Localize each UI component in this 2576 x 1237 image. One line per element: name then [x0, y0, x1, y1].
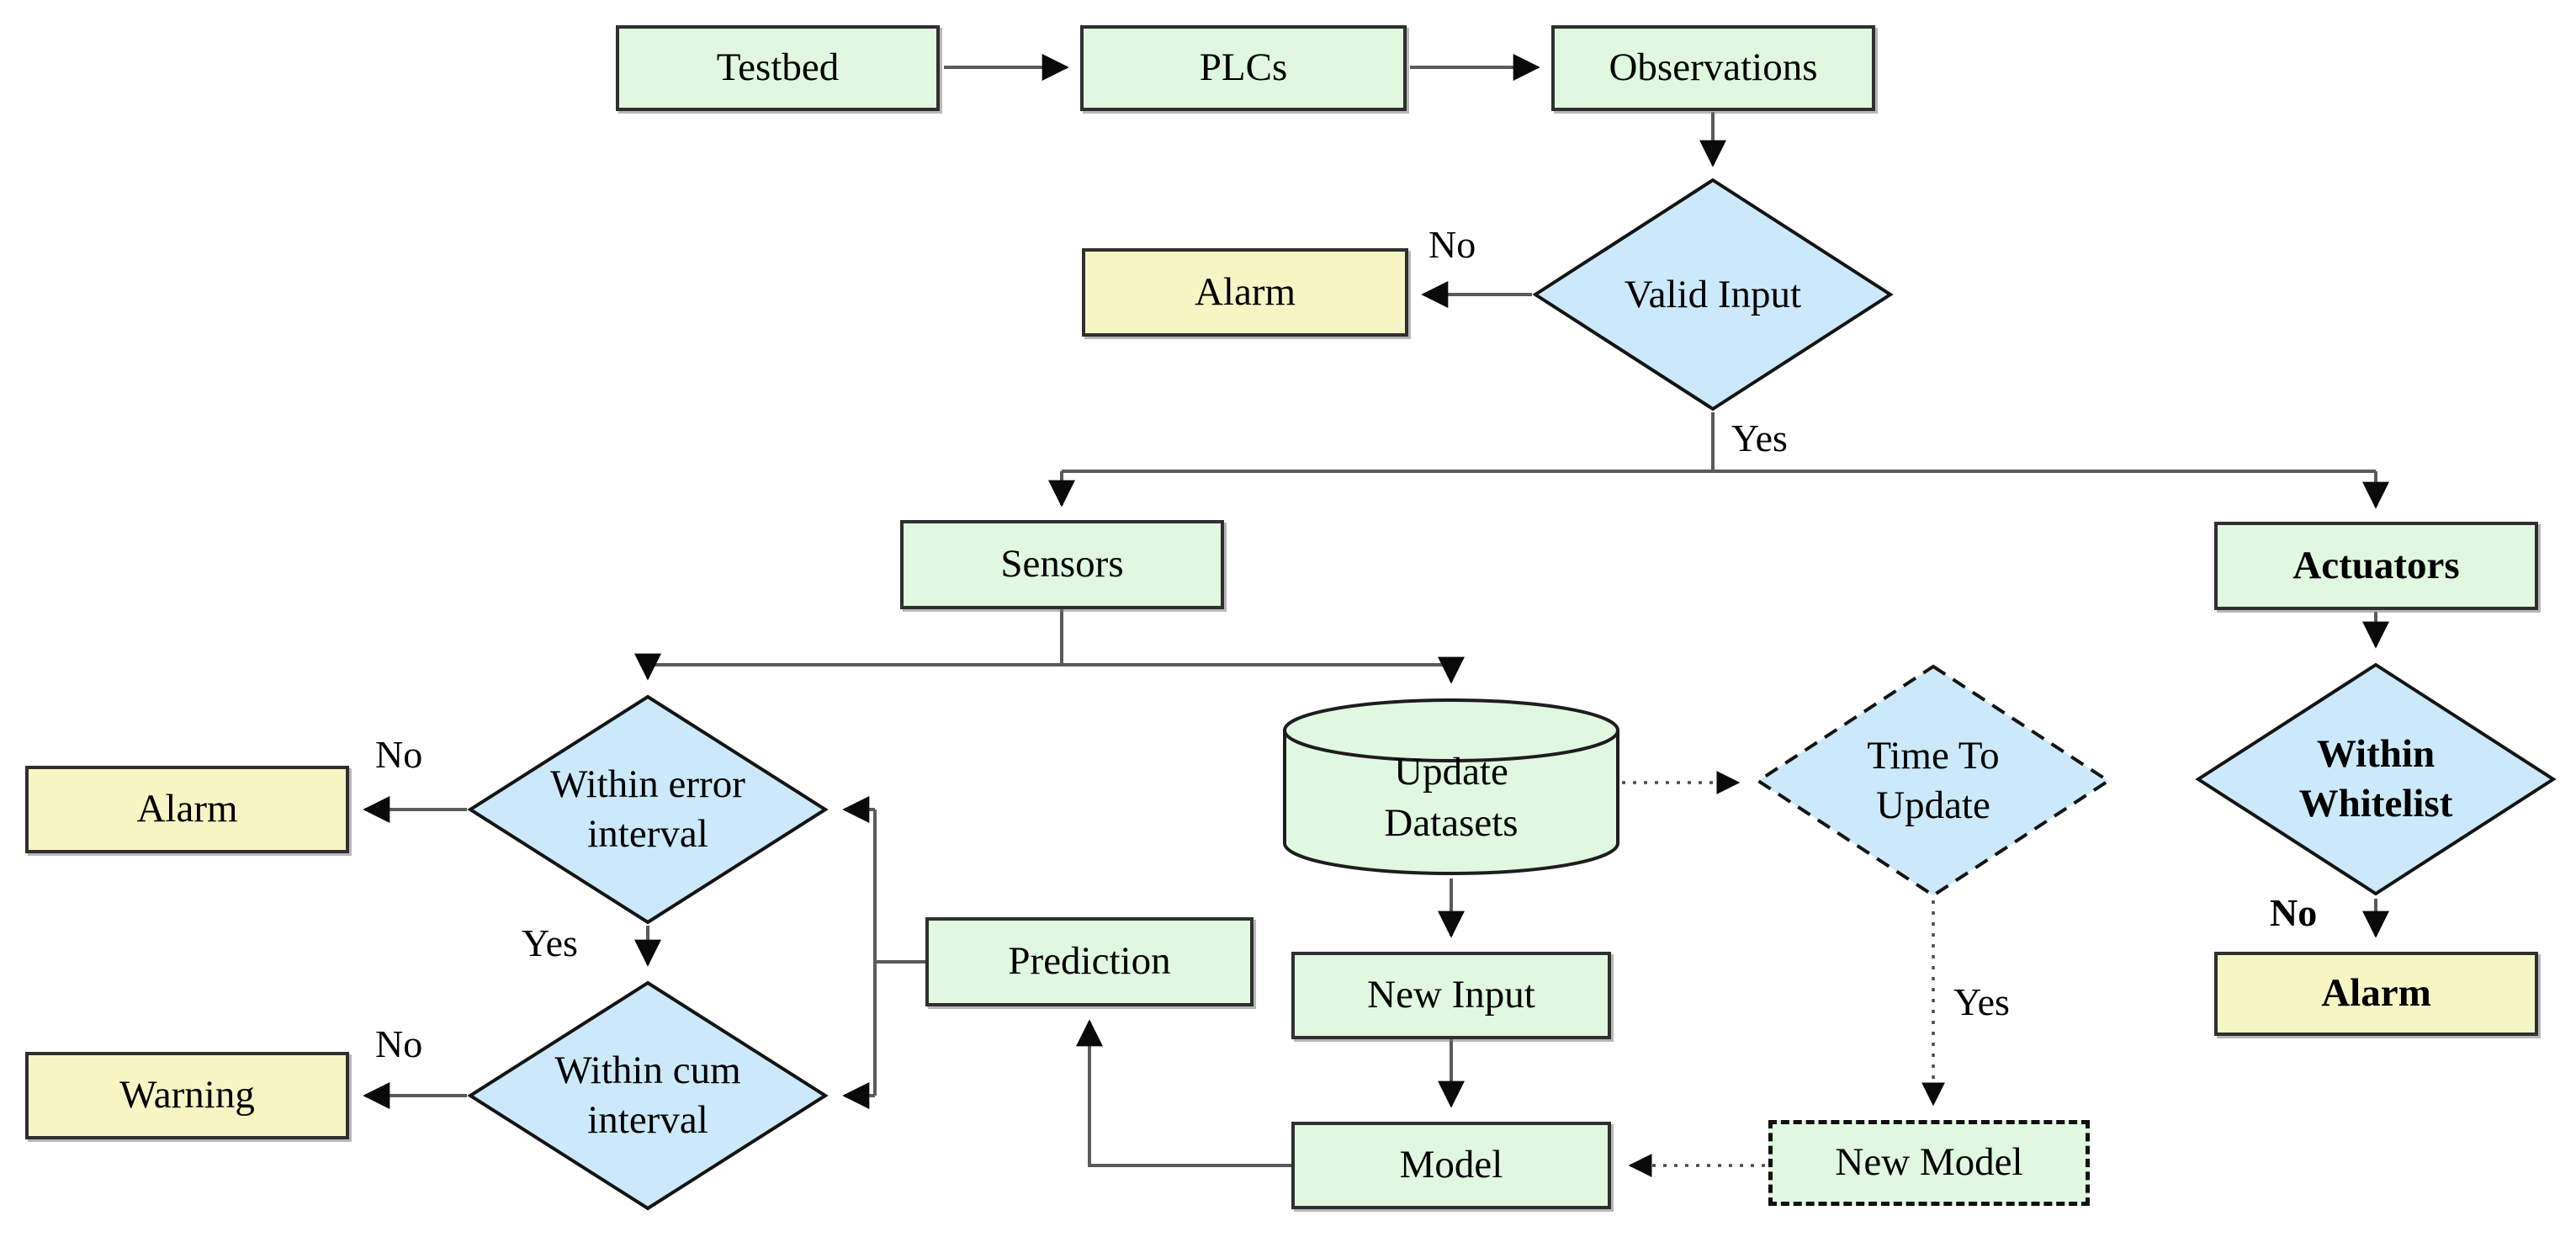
- node-alarm-right: Alarm: [2214, 952, 2538, 1036]
- node-time-to-update-line1: Time To: [1867, 734, 2000, 778]
- node-within-cum: Within cum interval: [467, 980, 829, 1212]
- node-valid-input-label: Valid Input: [1624, 272, 1802, 316]
- node-alarm-top-label: Alarm: [1194, 269, 1296, 314]
- edge-label-valid-no: No: [1428, 223, 1476, 266]
- node-testbed: Testbed: [616, 25, 940, 111]
- node-valid-input: Valid Input: [1532, 177, 1894, 412]
- node-plcs: PLCs: [1080, 25, 1407, 111]
- node-within-error-line1: Within error: [550, 762, 745, 807]
- node-new-model-label: New Model: [1835, 1140, 2023, 1185]
- node-time-to-update: Time To Update: [1755, 663, 2112, 899]
- edge-label-cum-no: No: [375, 1022, 423, 1065]
- node-within-error-line2: interval: [587, 812, 708, 856]
- node-alarm-left: Alarm: [25, 766, 349, 853]
- node-within-whitelist-line2: Whitelist: [2298, 782, 2453, 826]
- node-actuators: Actuators: [2214, 522, 2538, 610]
- edge-label-valid-yes: Yes: [1731, 417, 1788, 459]
- node-within-whitelist: Within Whitelist: [2195, 661, 2557, 897]
- diamond-shape: [1532, 178, 1894, 411]
- node-update-datasets-line2: Datasets: [1384, 801, 1519, 845]
- node-testbed-label: Testbed: [716, 45, 840, 90]
- node-warning-label: Warning: [119, 1073, 255, 1118]
- node-within-cum-line2: interval: [587, 1098, 708, 1142]
- node-within-whitelist-line1: Within: [2316, 732, 2436, 777]
- node-plcs-label: PLCs: [1199, 45, 1288, 90]
- node-prediction-label: Prediction: [1008, 939, 1171, 984]
- edge-label-update-yes: Yes: [1953, 980, 2010, 1023]
- node-sensors-label: Sensors: [1000, 542, 1124, 587]
- node-within-cum-line1: Within cum: [554, 1049, 741, 1093]
- arrow-model-to-prediction: [1076, 1019, 1291, 1167]
- node-actuators-label: Actuators: [2292, 543, 2460, 587]
- node-time-to-update-line2: Update: [1876, 783, 1990, 827]
- node-alarm-right-label: Alarm: [2321, 971, 2431, 1016]
- diamond-shape: [2195, 662, 2557, 896]
- node-within-error: Within error interval: [467, 693, 829, 926]
- node-alarm-top: Alarm: [1082, 248, 1408, 337]
- diamond-shape: [467, 980, 829, 1211]
- edge-label-error-no: No: [375, 733, 423, 776]
- node-alarm-left-label: Alarm: [136, 787, 238, 831]
- node-new-input: New Input: [1291, 952, 1611, 1039]
- diamond-shape-dashed: [1755, 664, 2112, 898]
- node-model-label: Model: [1399, 1143, 1503, 1187]
- node-new-input-label: New Input: [1367, 973, 1535, 1017]
- node-prediction: Prediction: [925, 917, 1254, 1006]
- node-sensors: Sensors: [900, 520, 1224, 609]
- edge-label-error-yes: Yes: [522, 921, 578, 964]
- node-update-datasets: Update Datasets: [1283, 697, 1619, 877]
- diamond-shape: [467, 694, 829, 925]
- node-warning: Warning: [25, 1052, 349, 1139]
- node-new-model: New Model: [1768, 1120, 2090, 1206]
- node-observations-label: Observations: [1609, 45, 1818, 90]
- edge-label-whitelist-no: No: [2270, 891, 2318, 934]
- node-observations: Observations: [1551, 25, 1875, 111]
- cylinder-shape: [1283, 698, 1619, 875]
- node-model: Model: [1291, 1122, 1611, 1209]
- node-update-datasets-line1: Update: [1394, 749, 1508, 794]
